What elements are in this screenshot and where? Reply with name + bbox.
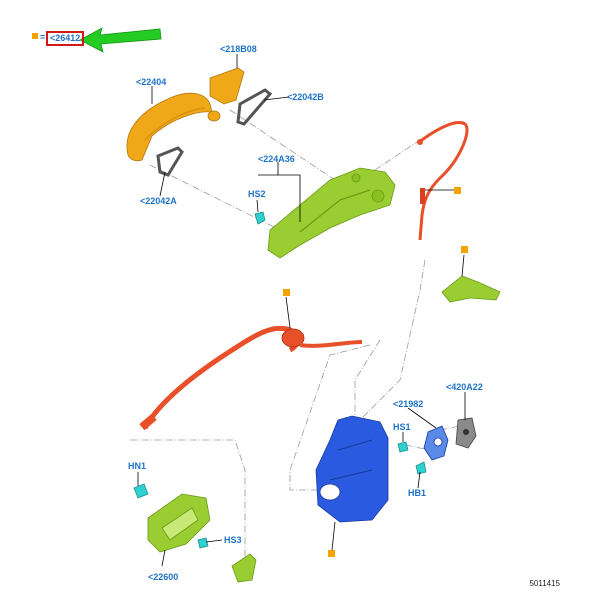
gasket-22042A	[156, 146, 184, 177]
upper-release-cable	[417, 121, 469, 241]
handle-cap-218B08	[209, 67, 245, 105]
nut-hn1-icon	[133, 483, 149, 499]
screw-hs2-icon	[254, 211, 266, 225]
gasket-22042B	[236, 88, 273, 126]
drawing-number: 5011415	[529, 579, 560, 588]
label-hn1: HN1	[128, 461, 147, 471]
label-22404: <22404	[136, 77, 167, 87]
inner-handle-bracket	[231, 553, 257, 583]
label-21982: <21982	[393, 399, 424, 409]
screw-hs3-icon	[197, 537, 209, 549]
label-hs3: HS3	[224, 535, 242, 545]
bolt-hb1-icon	[415, 461, 427, 475]
label-22600: <22600	[148, 572, 179, 582]
handle-bracket-224A36	[267, 167, 396, 259]
marker-square-icon	[328, 550, 335, 557]
legend-marker-icon	[32, 33, 38, 39]
latch-gasket-420A22	[455, 417, 477, 449]
lock-actuator	[423, 425, 449, 461]
marker-square-icon	[283, 289, 290, 296]
label-22042A: <22042A	[140, 196, 177, 206]
label-224A36: <224A36	[258, 154, 295, 164]
lower-release-cable	[139, 325, 363, 431]
label-hs1: HS1	[393, 422, 411, 432]
legend-reference: <26412	[46, 31, 85, 46]
green-arrow-icon	[79, 27, 162, 53]
marker-square-icon	[454, 187, 461, 194]
marker-square-icon	[461, 246, 468, 253]
label-420A22: <420A22	[446, 382, 483, 392]
label-218B08: <218B08	[220, 44, 257, 54]
reference-markers	[283, 187, 468, 557]
label-hb1: HB1	[408, 488, 427, 498]
leader-lines	[137, 54, 466, 567]
inner-handle-22600	[147, 493, 211, 553]
label-hs2: HS2	[248, 189, 266, 199]
door-latch-21982	[315, 415, 389, 523]
legend-equals: =	[40, 32, 46, 42]
exterior-handle-22404	[126, 92, 221, 162]
label-22042B: <22042B	[287, 92, 324, 102]
lock-bracket	[441, 275, 501, 303]
screw-hs1-icon	[397, 441, 409, 453]
